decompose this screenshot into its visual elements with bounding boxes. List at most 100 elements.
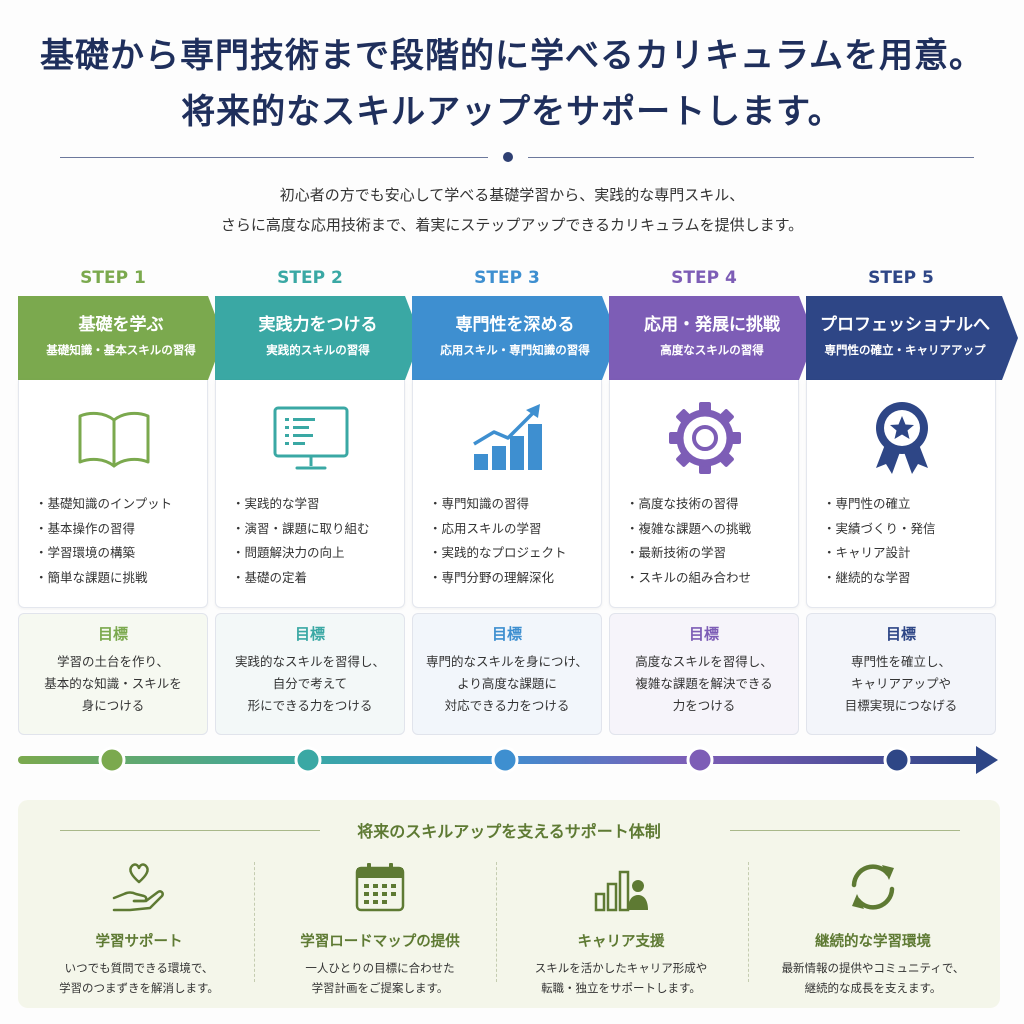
- support-divider-left: [60, 830, 320, 831]
- divider-left: [60, 157, 488, 158]
- support-3-text: スキルを活かしたキャリア形成や 転職・独立をサポートします。: [534, 961, 708, 995]
- divider-right: [528, 157, 974, 158]
- support-column-4: 継続的な学習環境 最新情報の提供やコミュニティで、 継続的な成長を支えます。: [758, 858, 988, 998]
- step-1-list: ・基礎知識のインプット ・基本操作の習得 ・学習環境の構築 ・簡単な課題に挑戦: [35, 492, 172, 590]
- career-chart-icon: [594, 870, 648, 912]
- list-item: ・専門知識の習得: [429, 496, 530, 511]
- headline-line-2: 将来的なスキルアップをサポートします。: [181, 92, 843, 132]
- divider-dot: [503, 152, 513, 162]
- step-4-subtitle: 高度なスキルの習得: [660, 343, 764, 357]
- step-2-goal-text: 実践的なスキルを習得し、 自分で考えて 形にできる力をつける: [234, 654, 385, 713]
- list-item: ・基礎知識のインプット: [35, 496, 173, 511]
- growth-chart-icon: [473, 404, 542, 470]
- step-4-banner: 応用・発展に挑戦 高度なスキルの習得: [609, 296, 815, 380]
- step-4-goal-text: 高度なスキルを習得し、 複雑な課題を解決できる 力をつける: [635, 654, 773, 713]
- step-2-banner: 実践力をつける 実践的スキルの習得: [215, 296, 421, 380]
- step-5-goal-text: 専門性を確立し、 キャリアアップや 目標実現につなげる: [844, 654, 958, 713]
- support-divider-right: [730, 830, 960, 831]
- step-3-subtitle: 応用スキル・専門知識の習得: [440, 343, 590, 357]
- support-column-3: キャリア支援 スキルを活かしたキャリア形成や 転職・独立をサポートします。: [506, 858, 736, 998]
- step-3-list: ・専門知識の習得 ・応用スキルの学習 ・実践的なプロジェクト ・専門分野の理解深…: [429, 492, 567, 590]
- step-2-card: ・実践的な学習 ・演習・課題に取り組む ・問題解決力の向上 ・基礎の定着: [215, 380, 405, 608]
- support-panel: 将来のスキルアップを支えるサポート体制 学習サポート いつでも質問できる環境で、…: [18, 800, 1000, 1008]
- list-item: ・基本操作の習得: [35, 520, 136, 536]
- step-4-goal: 目標 高度なスキルを習得し、 複雑な課題を解決できる 力をつける: [609, 613, 799, 735]
- progress-timeline: [18, 746, 998, 774]
- support-4-title: 継続的な学習環境: [815, 934, 931, 950]
- list-item: ・演習・課題に取り組む: [232, 520, 370, 536]
- list-item: ・問題解決力の向上: [232, 545, 345, 560]
- step-1-label: STEP 1: [80, 268, 146, 288]
- support-1-title: 学習サポート: [95, 934, 183, 950]
- support-column-2: 学習ロードマップの提供 一人ひとりの目標に合わせた 学習計画をご提案します。: [265, 858, 495, 998]
- step-3-goal-text: 専門的なスキルを身につけ、 より高度な課題に 対応できる力をつける: [426, 654, 588, 713]
- timeline-arrowhead: [976, 746, 998, 774]
- list-item: ・最新技術の学習: [626, 545, 727, 560]
- calendar-icon: [355, 863, 405, 912]
- support-4-text: 最新情報の提供やコミュニティで、 継続的な成長を支えます。: [781, 961, 965, 995]
- headline-line-1: 基礎から専門技術まで段階的に学べるカリキュラムを用意。: [40, 36, 984, 76]
- step-4-list: ・高度な技術の習得 ・複雑な課題への挑戦 ・最新技術の学習 ・スキルの組み合わせ: [626, 492, 751, 590]
- monitor-icon: [273, 406, 349, 470]
- step-3-banner: 専門性を深める 応用スキル・専門知識の習得: [412, 296, 618, 380]
- list-item: ・実績づくり・発信: [823, 520, 936, 536]
- timeline-marker-1: [98, 746, 126, 774]
- step-5-banner: プロフェッショナルへ 専門性の確立・キャリアアップ: [806, 296, 1018, 380]
- step-1-goal-text: 学習の土台を作り、 基本的な知識・スキルを 身につける: [44, 654, 182, 713]
- support-column-1: 学習サポート いつでも質問できる環境で、 学習のつまずきを解消します。: [24, 858, 254, 998]
- step-5-subtitle: 専門性の確立・キャリアアップ: [824, 343, 986, 357]
- timeline-marker-4: [686, 746, 714, 774]
- step-5-card: ・専門性の確立 ・実績づくり・発信 ・キャリア設計 ・継続的な学習: [806, 380, 996, 608]
- step-3-goal: 目標 専門的なスキルを身につけ、 より高度な課題に 対応できる力をつける: [412, 613, 602, 735]
- list-item: ・実践的なプロジェクト: [429, 545, 567, 560]
- step-2-goal: 目標 実践的なスキルを習得し、 自分で考えて 形にできる力をつける: [215, 613, 405, 735]
- support-separator: [496, 862, 497, 982]
- list-item: ・高度な技術の習得: [626, 496, 739, 511]
- step-2-subtitle: 実践的スキルの習得: [266, 343, 370, 357]
- support-title: 将来のスキルアップを支えるサポート体制: [357, 822, 661, 841]
- step-5-goal: 目標 専門性を確立し、 キャリアアップや 目標実現につなげる: [806, 613, 996, 735]
- step-3-card: ・専門知識の習得 ・応用スキルの学習 ・実践的なプロジェクト ・専門分野の理解深…: [412, 380, 602, 608]
- list-item: ・スキルの組み合わせ: [626, 569, 752, 585]
- step-5-list: ・専門性の確立 ・実績づくり・発信 ・キャリア設計 ・継続的な学習: [823, 492, 936, 590]
- support-2-text: 一人ひとりの目標に合わせた 学習計画をご提案します。: [305, 961, 455, 995]
- step-1-subtitle: 基礎知識・基本スキルの習得: [46, 343, 196, 357]
- support-separator: [748, 862, 749, 982]
- intro-line-1: 初心者の方でも安心して学べる基礎学習から、実践的な専門スキル、: [279, 186, 745, 204]
- list-item: ・基礎の定着: [232, 569, 308, 585]
- intro-line-2: さらに高度な応用技術まで、着実にステップアップできるカリキュラムを提供します。: [220, 216, 804, 234]
- step-5-title: プロフェッショナルへ: [820, 315, 990, 335]
- support-2-title: 学習ロードマップの提供: [300, 934, 460, 950]
- list-item: ・簡単な課題に挑戦: [35, 569, 148, 585]
- refresh-icon: [851, 864, 895, 910]
- step-1-goal-title: 目標: [97, 625, 128, 643]
- list-item: ・継続的な学習: [823, 569, 911, 585]
- step-2-goal-title: 目標: [294, 625, 325, 643]
- support-separator: [254, 862, 255, 982]
- step-3-goal-title: 目標: [491, 625, 522, 643]
- step-4-goal-title: 目標: [688, 625, 719, 643]
- step-4-title: 応用・発展に挑戦: [644, 315, 780, 335]
- step-2-title: 実践力をつける: [258, 315, 378, 335]
- list-item: ・実践的な学習: [232, 496, 320, 511]
- list-item: ・専門性の確立: [823, 496, 911, 511]
- step-4-card: ・高度な技術の習得 ・複雑な課題への挑戦 ・最新技術の学習 ・スキルの組み合わせ: [609, 380, 799, 608]
- list-item: ・複雑な課題への挑戦: [626, 520, 752, 536]
- step-3-label: STEP 3: [474, 268, 540, 288]
- step-3-title: 専門性を深める: [455, 315, 575, 335]
- step-2-label: STEP 2: [277, 268, 343, 288]
- support-1-text: いつでも質問できる環境で、 学習のつまずきを解消します。: [59, 961, 219, 995]
- step-5-goal-title: 目標: [885, 625, 916, 643]
- step-1-card: ・基礎知識のインプット ・基本操作の習得 ・学習環境の構築 ・簡単な課題に挑戦: [18, 380, 208, 608]
- award-badge-icon: [876, 402, 928, 474]
- open-book-icon: [78, 411, 150, 468]
- step-4-label: STEP 4: [671, 268, 737, 288]
- headline: 基礎から専門技術まで段階的に学べるカリキュラムを用意。 将来的なスキルアップをサ…: [0, 28, 1024, 140]
- list-item: ・学習環境の構築: [35, 545, 136, 560]
- list-item: ・応用スキルの学習: [429, 520, 542, 536]
- timeline-marker-5: [883, 746, 911, 774]
- heart-hand-icon: [112, 863, 164, 912]
- list-item: ・専門分野の理解深化: [429, 569, 555, 585]
- step-1-goal: 目標 学習の土台を作り、 基本的な知識・スキルを 身につける: [18, 613, 208, 735]
- gear-icon: [669, 402, 741, 474]
